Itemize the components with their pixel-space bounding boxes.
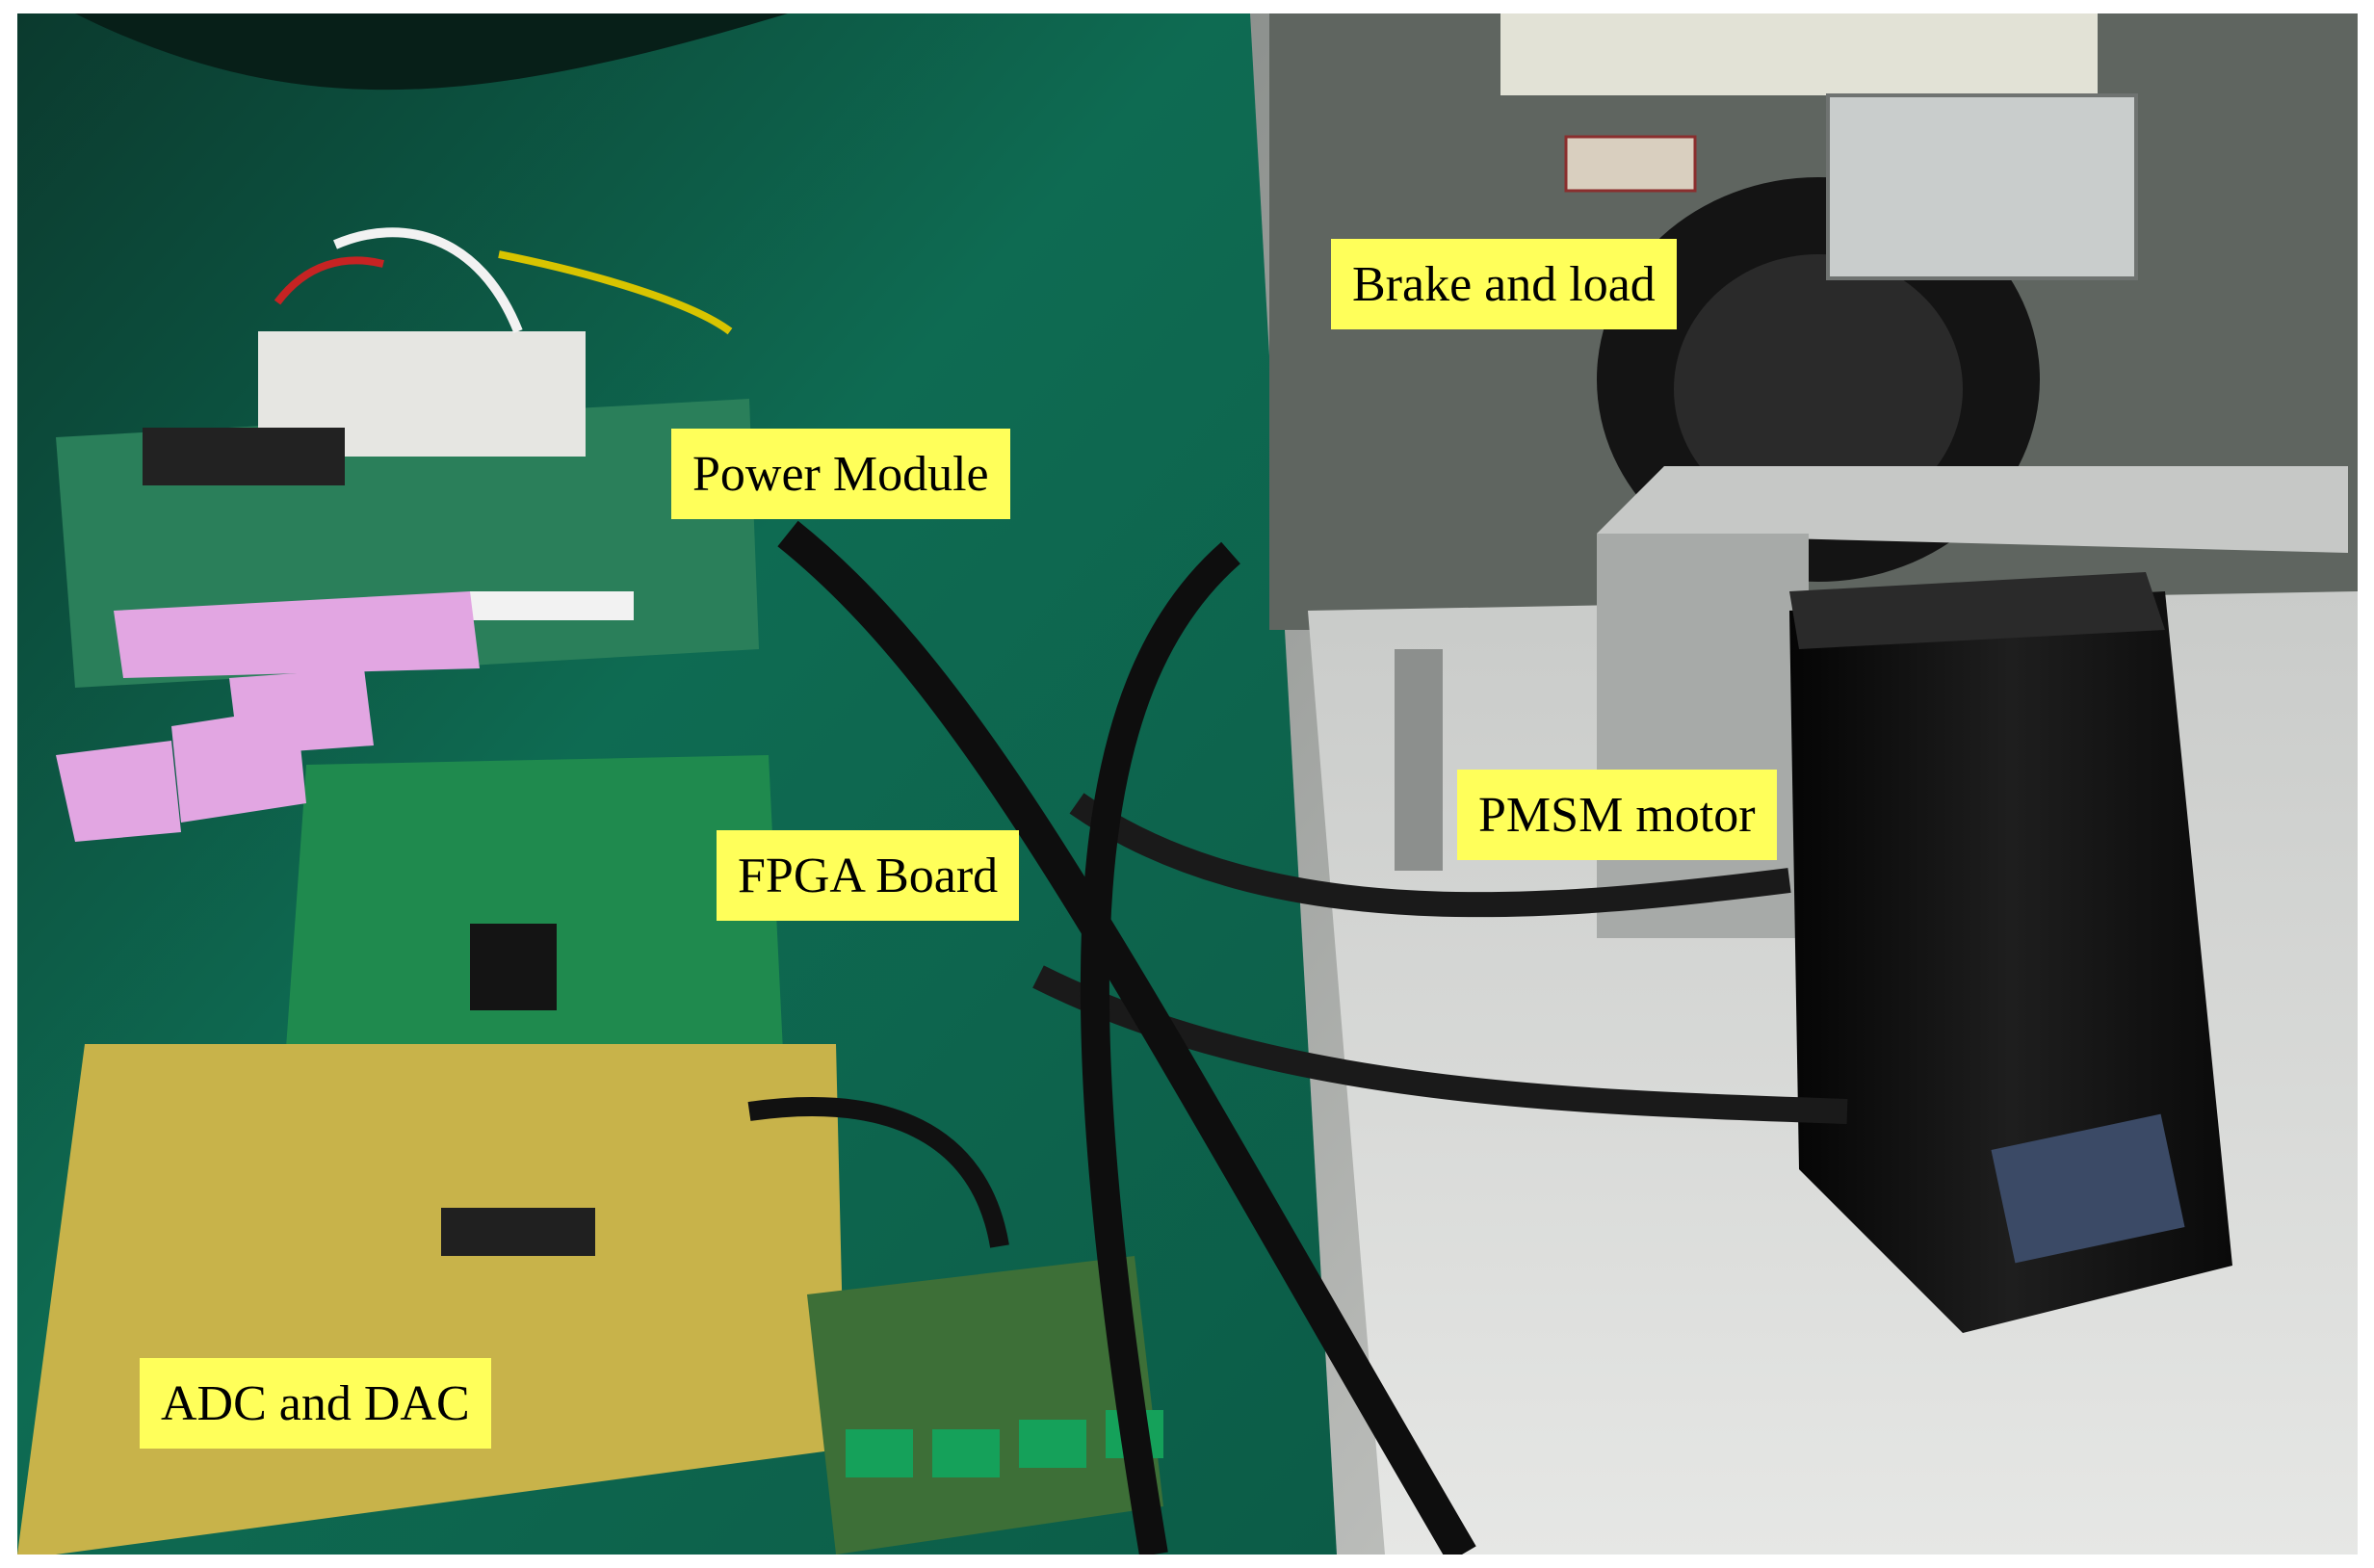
red-wire bbox=[274, 256, 384, 305]
terminal-green-3 bbox=[1019, 1420, 1086, 1468]
tape-flag-3 bbox=[229, 668, 374, 755]
top-housing bbox=[1500, 13, 2098, 95]
motor-cable-1 bbox=[1069, 793, 1791, 918]
power-module-callout: Power Module bbox=[671, 429, 1010, 519]
tape-strip bbox=[114, 591, 480, 678]
fpga-board-callout: FPGA Board bbox=[717, 830, 1020, 921]
cable-shadow bbox=[75, 13, 788, 91]
barrel-cable bbox=[747, 1097, 1009, 1248]
terminal-green-1 bbox=[846, 1429, 913, 1477]
barcode-label bbox=[470, 591, 634, 620]
photo-scene bbox=[17, 13, 2358, 1555]
brake-load-callout: Brake and load bbox=[1331, 239, 1677, 329]
white-wire bbox=[333, 227, 523, 333]
fpga-chip bbox=[470, 924, 557, 1010]
adc-chip bbox=[441, 1208, 595, 1256]
yellow-wire bbox=[498, 250, 733, 335]
test-bench-photo bbox=[17, 13, 2358, 1555]
brake-bracket bbox=[1826, 93, 2138, 280]
main-cable bbox=[777, 520, 1476, 1555]
sticker bbox=[1564, 135, 1697, 193]
pmsm-motor-callout: PMSM motor bbox=[1457, 770, 1777, 860]
brake-hub bbox=[1674, 254, 1963, 524]
connector bbox=[143, 428, 345, 485]
terminal-green-2 bbox=[932, 1429, 1000, 1477]
power-pcb bbox=[807, 1256, 1163, 1555]
tape-flag-1 bbox=[56, 741, 181, 842]
motor-nameplate bbox=[1991, 1113, 2185, 1264]
pmsm-motor-flange bbox=[1789, 572, 2165, 649]
bolt bbox=[1395, 649, 1443, 871]
mount-plate-top bbox=[1597, 466, 2348, 553]
adc-dac-callout: ADC and DAC bbox=[140, 1358, 491, 1449]
side-cable bbox=[1080, 541, 1240, 1555]
